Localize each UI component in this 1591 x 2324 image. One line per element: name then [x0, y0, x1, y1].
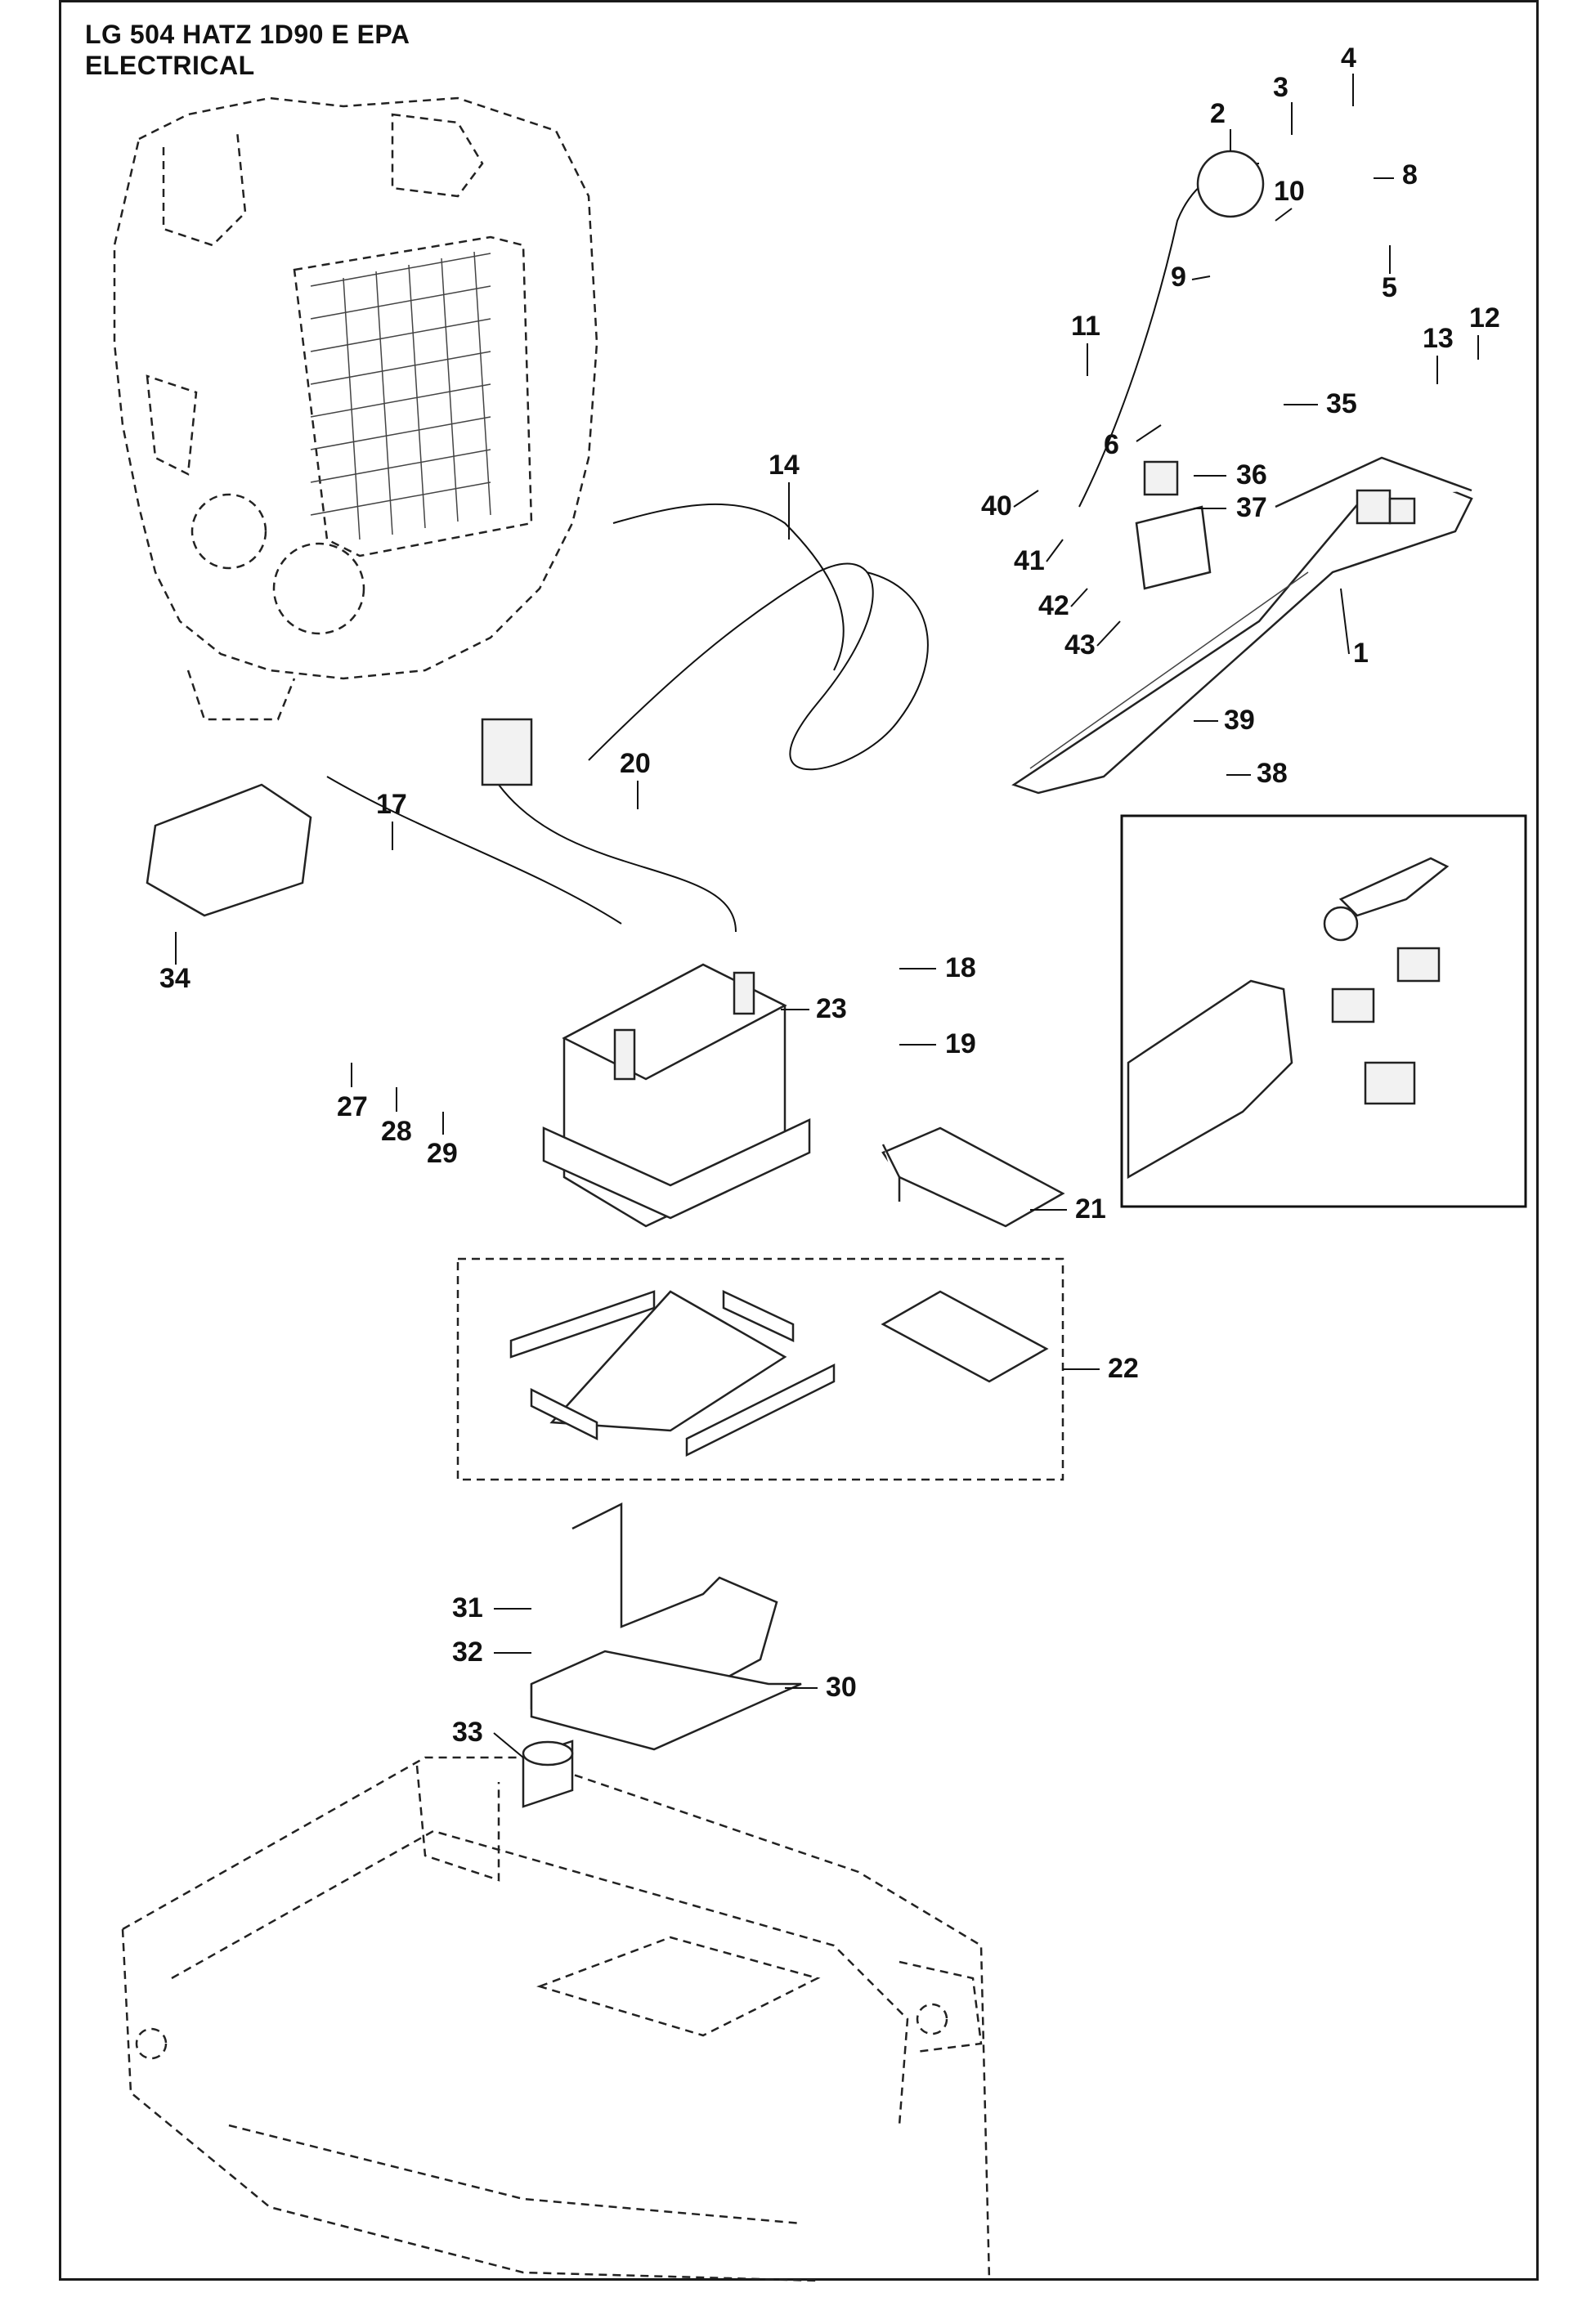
leader-lines — [175, 74, 1479, 1758]
callout-35: 35 — [1326, 388, 1357, 419]
control-panel-illustration — [1011, 456, 1473, 795]
leader-line — [493, 1732, 524, 1758]
callout-33: 33 — [452, 1717, 483, 1748]
callout-37: 37 — [1236, 492, 1267, 523]
callout-40: 40 — [981, 490, 1012, 522]
detail-inset-illustration — [1127, 857, 1450, 1180]
callout-29: 29 — [427, 1138, 458, 1169]
callout-43: 43 — [1064, 629, 1096, 660]
callout-38: 38 — [1257, 758, 1288, 789]
callout-12: 12 — [1469, 302, 1500, 334]
callout-18: 18 — [945, 952, 976, 983]
callout-4: 4 — [1341, 43, 1356, 74]
callout-21: 21 — [1075, 1193, 1106, 1225]
callout-10: 10 — [1274, 176, 1305, 207]
leader-line — [1070, 588, 1088, 607]
leader-line — [1096, 620, 1121, 647]
callout-39: 39 — [1224, 705, 1255, 736]
callout-36: 36 — [1236, 459, 1267, 490]
callout-30: 30 — [826, 1672, 857, 1703]
callout-27: 27 — [337, 1091, 368, 1122]
callout-41: 41 — [1014, 545, 1045, 576]
callout-6: 6 — [1104, 429, 1119, 460]
leader-line — [1013, 490, 1039, 508]
callout-2: 2 — [1210, 98, 1226, 129]
battery-bracket-illustration — [881, 1126, 1065, 1228]
callout-numbers: 1 2 3 4 5 6 8 9 10 11 12 13 14 17 18 19 … — [159, 43, 1500, 1748]
callout-32: 32 — [452, 1637, 483, 1668]
callout-8: 8 — [1402, 159, 1418, 190]
callout-1: 1 — [1353, 638, 1369, 669]
chassis-frame-illustration — [121, 1756, 991, 2282]
callout-9: 9 — [1171, 262, 1186, 293]
ecu-illustration — [146, 783, 312, 917]
engine-illustration — [113, 96, 598, 721]
wiring-harness-illustration — [481, 503, 845, 786]
callout-28: 28 — [381, 1116, 412, 1147]
battery-pads-illustration — [456, 1257, 1064, 1481]
battery-tray-illustration — [530, 1502, 802, 1751]
callout-3: 3 — [1273, 72, 1288, 103]
callout-23: 23 — [816, 993, 847, 1024]
cable-illustrations — [326, 150, 1265, 933]
callout-13: 13 — [1423, 323, 1454, 354]
leader-line — [1191, 275, 1211, 280]
leader-line — [1046, 539, 1064, 562]
callout-34: 34 — [159, 963, 190, 994]
leader-line — [1136, 424, 1162, 442]
callout-19: 19 — [945, 1028, 976, 1059]
callout-17: 17 — [376, 789, 407, 820]
callout-14: 14 — [769, 450, 800, 481]
callout-42: 42 — [1038, 590, 1069, 621]
battery-illustration — [542, 963, 811, 1228]
diagram-title: LG 504 HATZ 1D90 E EPA — [85, 20, 410, 49]
callout-22: 22 — [1108, 1353, 1139, 1384]
callout-5: 5 — [1382, 272, 1397, 303]
callout-20: 20 — [620, 748, 651, 779]
leader-line — [1340, 588, 1350, 655]
callout-31: 31 — [452, 1592, 483, 1623]
detail-inset-box — [1120, 814, 1527, 1208]
leader-line — [1275, 208, 1293, 222]
vibration-mount-illustration — [522, 1740, 574, 1808]
diagram-subtitle: ELECTRICAL — [85, 51, 255, 80]
callout-11: 11 — [1071, 311, 1100, 342]
